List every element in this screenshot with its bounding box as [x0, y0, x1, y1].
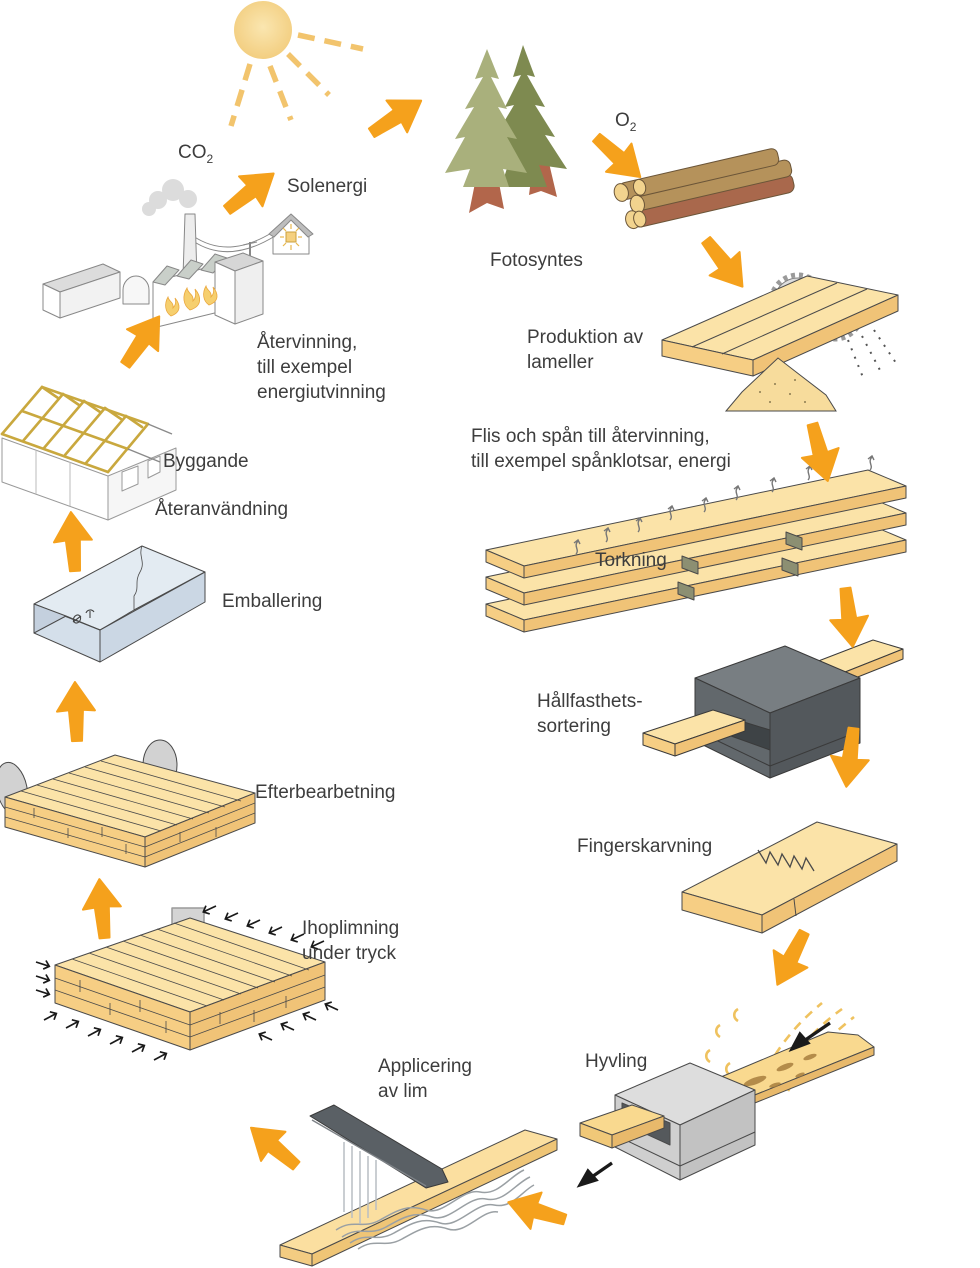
glue-application-icon — [279, 1104, 558, 1267]
fotosyntes-label: Fotosyntes — [490, 250, 583, 271]
torkning-label: Torkning — [595, 550, 667, 571]
strength-sorting-machine-icon — [642, 639, 904, 779]
packaging-icon — [33, 545, 206, 663]
solenergi-label: Solenergi — [287, 176, 368, 197]
arrow-drying-to-sorting — [825, 584, 873, 651]
efterbearbetning-label: Efterbearbetning — [255, 782, 396, 803]
press-gluing-icon — [33, 901, 341, 1065]
drying-stack-icon — [485, 454, 907, 633]
emballering-label: Emballering — [222, 591, 323, 612]
arrow-postprocessing-to-packaging — [54, 680, 98, 743]
produktion-av-lameller-label: Produktion av lameller — [527, 327, 644, 374]
planing-machine-icon — [576, 1001, 875, 1188]
co2-label: CO2 — [178, 142, 214, 166]
recycling-factory-icon — [42, 179, 314, 329]
arrow-sorting-to-fingerjoint — [826, 724, 874, 791]
finger-joint-board-icon — [681, 821, 898, 934]
byggande-label: Byggande — [163, 451, 249, 472]
post-processing-icon — [0, 739, 256, 868]
hyvling-label: Hyvling — [585, 1051, 648, 1072]
ateranvandning-label: Återanvändning — [155, 499, 289, 520]
ihoplimning-label: Ihoplimning under tryck — [302, 918, 400, 965]
trees-icon — [445, 45, 567, 213]
flis-och-span-label: Flis och spån till återvinning, till exe… — [471, 426, 731, 473]
tree-trunk — [469, 183, 504, 213]
house-frame-icon — [0, 385, 177, 521]
fingerskarvning-label: Fingerskarvning — [577, 836, 713, 857]
saw-lamella-icon — [661, 272, 899, 412]
applicering-av-lim-label: Applicering av lim — [378, 1056, 472, 1103]
sun-icon — [228, 1, 364, 127]
arrow-packaging-to-building — [50, 509, 95, 574]
logs-icon — [613, 148, 795, 230]
arrow-press-to-postprocessing — [79, 876, 125, 941]
atervinning-label: Återvinning, till exempel energiutvinnin… — [257, 332, 386, 404]
tree-light — [445, 49, 527, 187]
hallfasthetssortering-label: Hållfasthets- sortering — [537, 691, 643, 738]
o2-label: O2 — [615, 110, 637, 134]
